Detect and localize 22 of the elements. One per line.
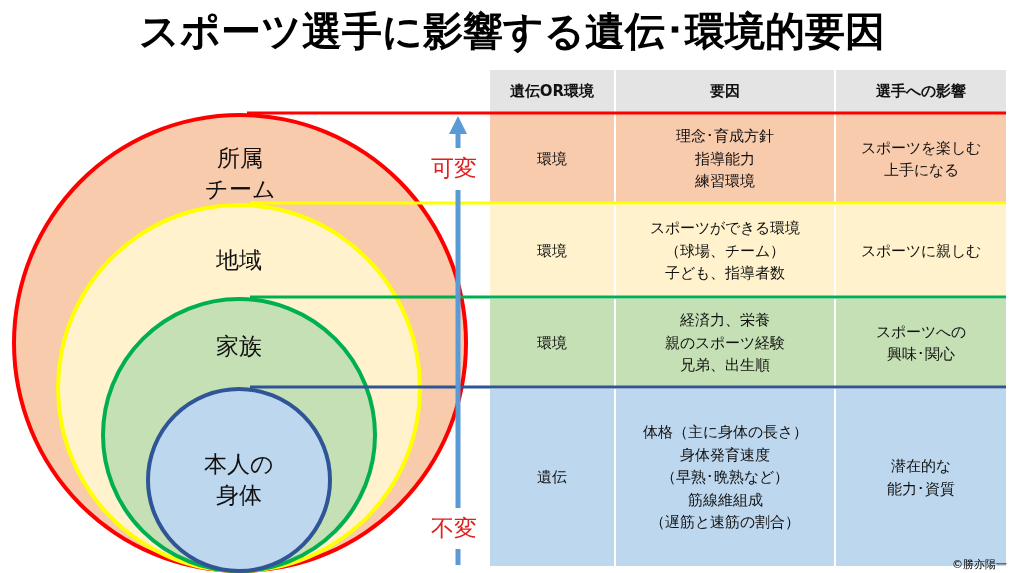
table-cell: 遺伝 [490,389,614,566]
table-cell: スポーツを楽しむ上手になる [836,114,1006,204]
copyright-note: ©勝亦陽一 [952,557,1007,572]
table-cell: 理念･育成方針指導能力練習環境 [616,114,834,204]
table-cell: 体格（主に身体の長さ）身体発育速度（早熟･晩熟など）筋線維組成（遅筋と速筋の割合） [616,389,834,566]
circle-label: 家族 [216,332,262,361]
table-cell: 環境 [490,205,614,297]
axis-label: 不変 [431,514,477,543]
table-cell: 環境 [490,299,614,387]
circle-label: 所属チーム [204,144,276,205]
header-cell: 要因 [616,70,834,112]
axis-label: 可変 [431,154,477,183]
title: スポーツ選手に影響する遺伝･環境的要因 [138,7,886,56]
header-cell: 遺伝OR環境 [490,70,614,112]
table-cell: 環境 [490,114,614,204]
table-cell: スポーツができる環境（球場、チーム）子ども、指導者数 [616,205,834,297]
table-cell: 経済力、栄養親のスポーツ経験兄弟、出生順 [616,299,834,387]
circle-label: 地域 [216,246,262,275]
circle-label: 本人の身体 [204,450,274,511]
table-cell: スポーツに親しむ [836,205,1006,297]
header-cell: 選手への影響 [836,70,1006,112]
table-cell: スポーツへの興味･関心 [836,299,1006,387]
